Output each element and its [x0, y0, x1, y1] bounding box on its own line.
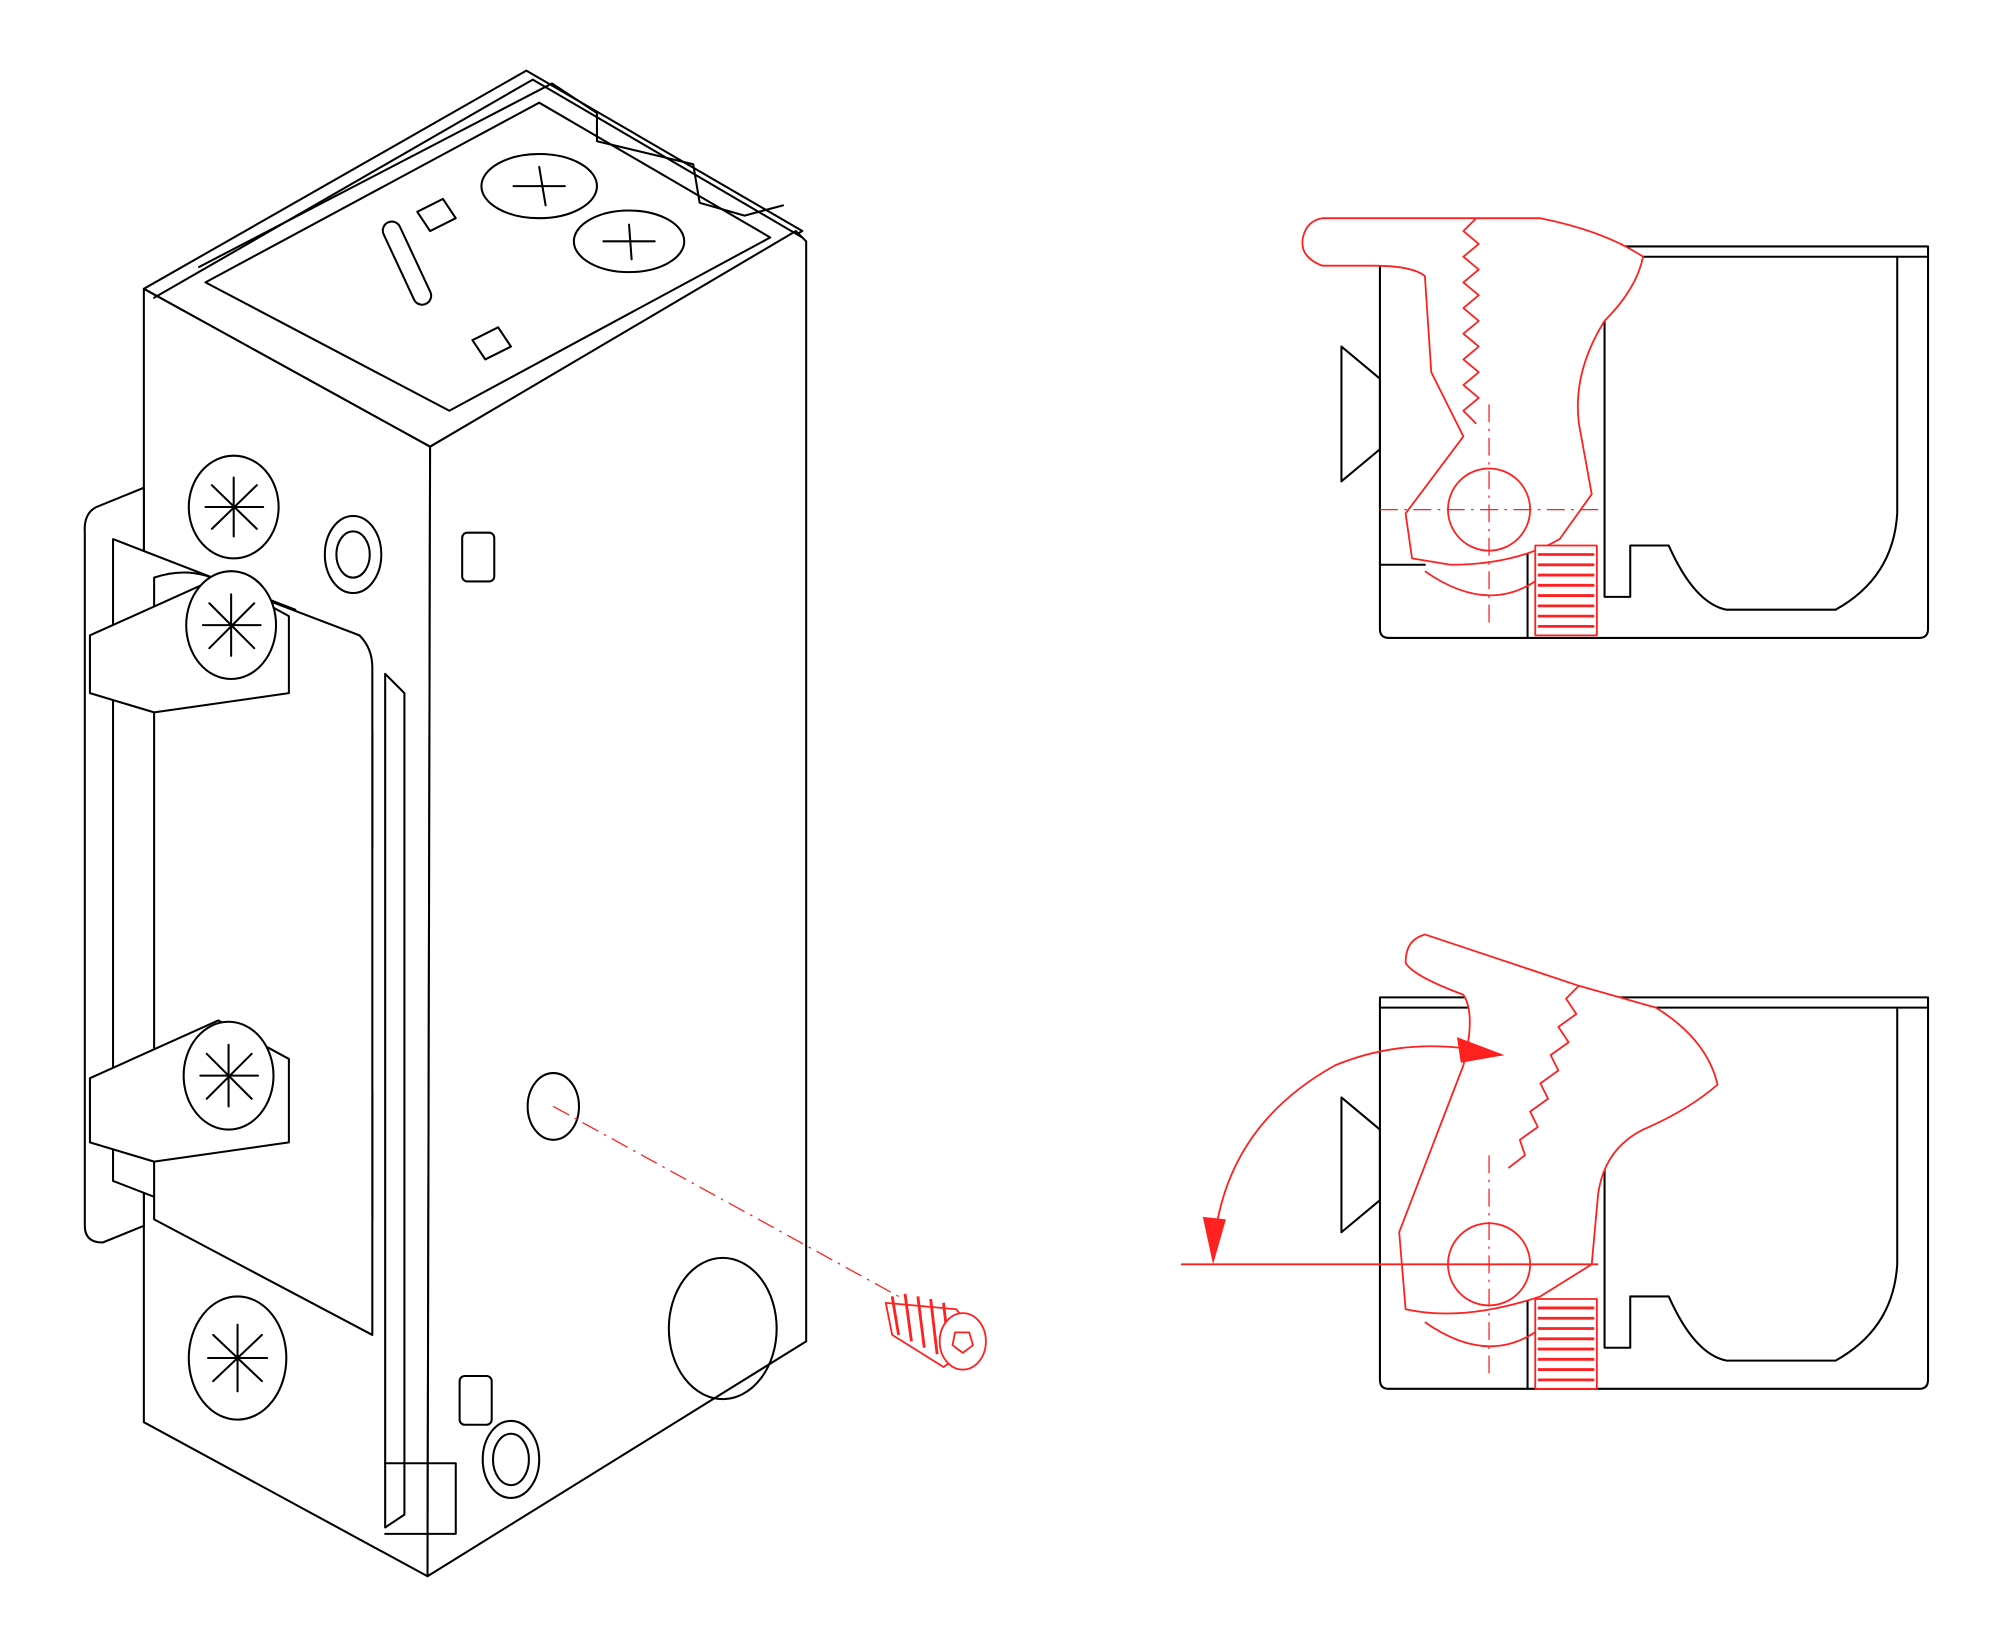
- arrowhead-icon: [1456, 1037, 1505, 1063]
- large-hole: [667, 1256, 778, 1401]
- faceplate-screw-icon: [187, 454, 280, 560]
- set-screw-red: [553, 1105, 987, 1371]
- threaded-screw: [1534, 544, 1598, 637]
- faceplate-screw-icon: [187, 1295, 288, 1421]
- latch-section-open: [1180, 933, 1930, 1390]
- housing: [1340, 996, 1930, 1390]
- terminal-screw: [480, 153, 598, 220]
- set-screw-hole: [526, 1072, 581, 1141]
- latch-red-rotated: [1180, 933, 1719, 1390]
- adjust-screw-icon: [323, 514, 383, 595]
- threaded-screw: [1534, 1298, 1598, 1390]
- faceplate-screw-icon: [185, 570, 278, 681]
- terminal-slot: [381, 220, 433, 306]
- mounting-screws: [182, 454, 383, 1421]
- faceplate-screw-icon: [182, 1020, 275, 1131]
- terminal-screw: [572, 209, 686, 274]
- latch-red: [1301, 217, 1644, 637]
- arrowhead-icon: [1202, 1216, 1226, 1265]
- housing: [1340, 245, 1930, 639]
- latch-section-closed: [1301, 217, 1930, 639]
- rotation-arc: [1212, 1045, 1503, 1258]
- body-front-face: [426, 230, 808, 1578]
- terminal-block: [204, 101, 772, 412]
